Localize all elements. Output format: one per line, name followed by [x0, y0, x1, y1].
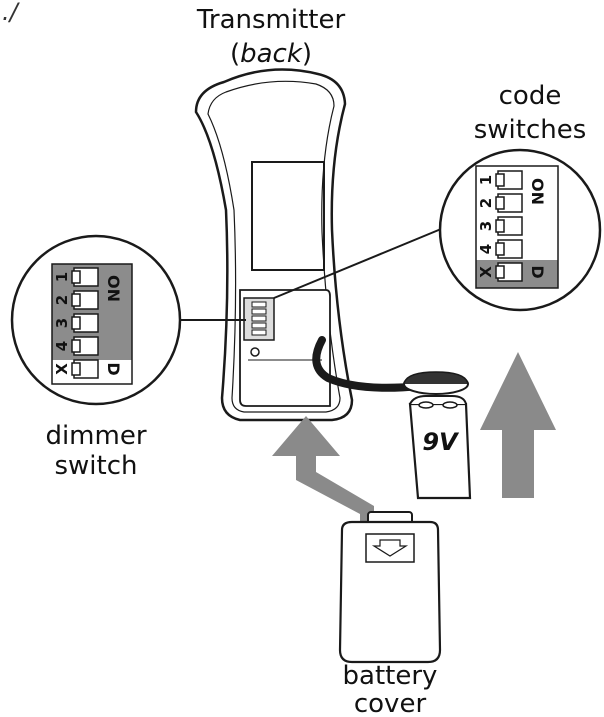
transmitter-subtitle: (back): [230, 39, 312, 69]
code-position-3: 3: [477, 221, 495, 231]
9v-battery: 9V: [408, 395, 472, 500]
transmitter-title: Transmitter: [196, 5, 346, 35]
label-window: [251, 161, 325, 271]
dimmer-position-1: 1: [53, 272, 71, 282]
code-toggle-knob-4: [495, 242, 505, 256]
battery-cover-label-line2: cover: [354, 689, 427, 717]
dimmer-switch-label-line2: switch: [54, 451, 137, 481]
code-position-2: 2: [477, 198, 495, 208]
dimmer-switch-zoom: 1 2 3 4X ON D: [10, 234, 182, 406]
screw-icon: [250, 347, 260, 357]
code-position-4: 4: [477, 244, 495, 254]
dimmer-toggle-knob-4: [71, 339, 81, 353]
dimmer-toggle-knob-1: [71, 270, 81, 284]
battery-voltage: 9V: [422, 428, 460, 456]
code-toggle-knob-2: [495, 196, 505, 210]
battery-cover-label: battery: [343, 661, 438, 691]
dimmer-d-label: D: [104, 362, 123, 375]
dimmer-position-4: 4: [53, 341, 71, 351]
dimmer-switch-label: dimmer: [45, 421, 146, 451]
code-toggle-knob-1: [495, 173, 505, 187]
code-switches-zoom: 1 2 3 4X ON D: [438, 148, 602, 312]
code-position-1: 1: [477, 175, 495, 185]
dimmer-position-2: 2: [53, 295, 71, 305]
code-switches-label: code: [499, 81, 562, 111]
corner-mark: ./: [2, 0, 21, 26]
battery-snap: [403, 371, 469, 395]
dimmer-on-label: ON: [104, 275, 123, 302]
code-d-label: D: [528, 265, 547, 278]
code-position-X: X: [477, 266, 495, 278]
code-toggle-knob-3: [495, 219, 505, 233]
dimmer-position-3: 3: [53, 318, 71, 328]
dimmer-position-X: X: [53, 363, 71, 375]
dimmer-toggle-knob-3: [71, 316, 81, 330]
battery-wire: [312, 336, 424, 392]
code-on-label: ON: [528, 178, 547, 205]
code-switches-label-line2: switches: [474, 115, 587, 145]
leader-line-code: [273, 221, 459, 299]
code-toggle-knob-X: [495, 265, 505, 279]
battery-insert-arrow: [480, 352, 556, 498]
transmitter-body: [194, 68, 354, 422]
dimmer-toggle-knob-X: [71, 362, 81, 376]
dimmer-toggle-knob-2: [71, 293, 81, 307]
battery-cover: [338, 511, 442, 664]
cover-slide-arrow: [272, 416, 374, 528]
